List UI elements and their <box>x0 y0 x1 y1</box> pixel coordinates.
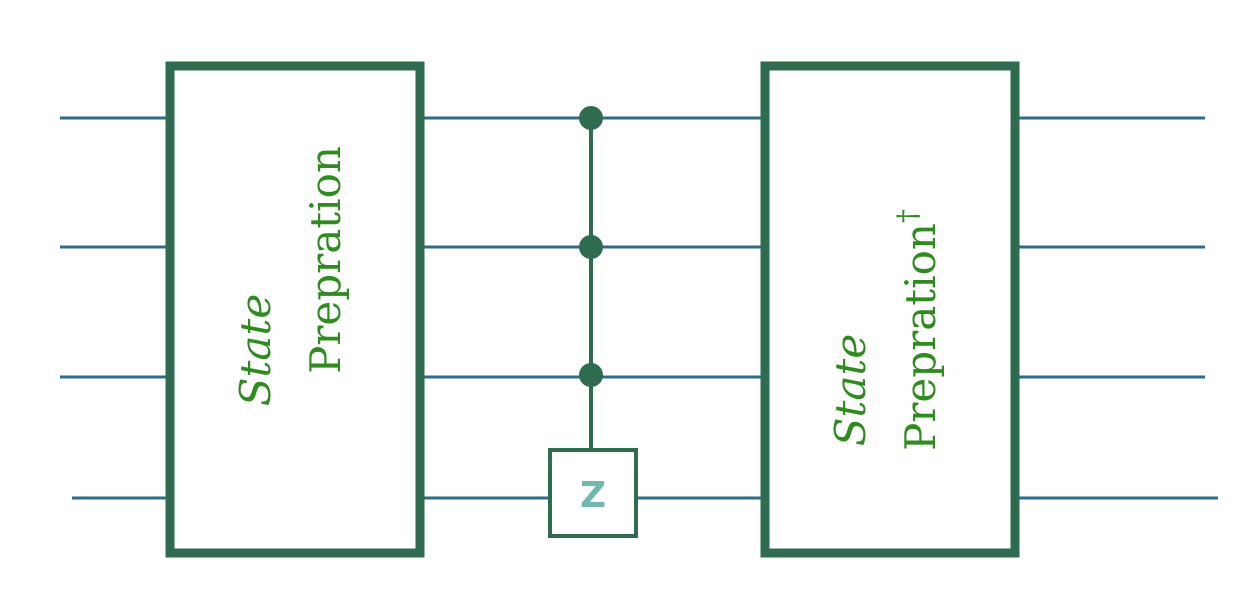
z-gate-box <box>548 448 638 538</box>
z-gate-label: Z <box>580 475 606 516</box>
preparation-label: Prepration <box>301 146 350 374</box>
state-label-dagger: State <box>826 334 875 446</box>
state-preparation-box <box>165 61 425 558</box>
state-preparation-gate: State Prepration <box>165 61 425 558</box>
control-dot-1 <box>579 106 603 130</box>
control-dot-3 <box>579 363 603 387</box>
dagger-superscript: † <box>891 209 924 223</box>
control-dot-2 <box>579 235 603 259</box>
state-preparation-dagger-gate: State Prepration† <box>760 61 1020 558</box>
state-label: State <box>231 294 280 406</box>
state-preparation-dagger-box <box>760 61 1020 558</box>
multi-controlled-z-gate: Z <box>548 106 638 538</box>
preparation-label-dagger: Prepration† <box>891 209 945 451</box>
